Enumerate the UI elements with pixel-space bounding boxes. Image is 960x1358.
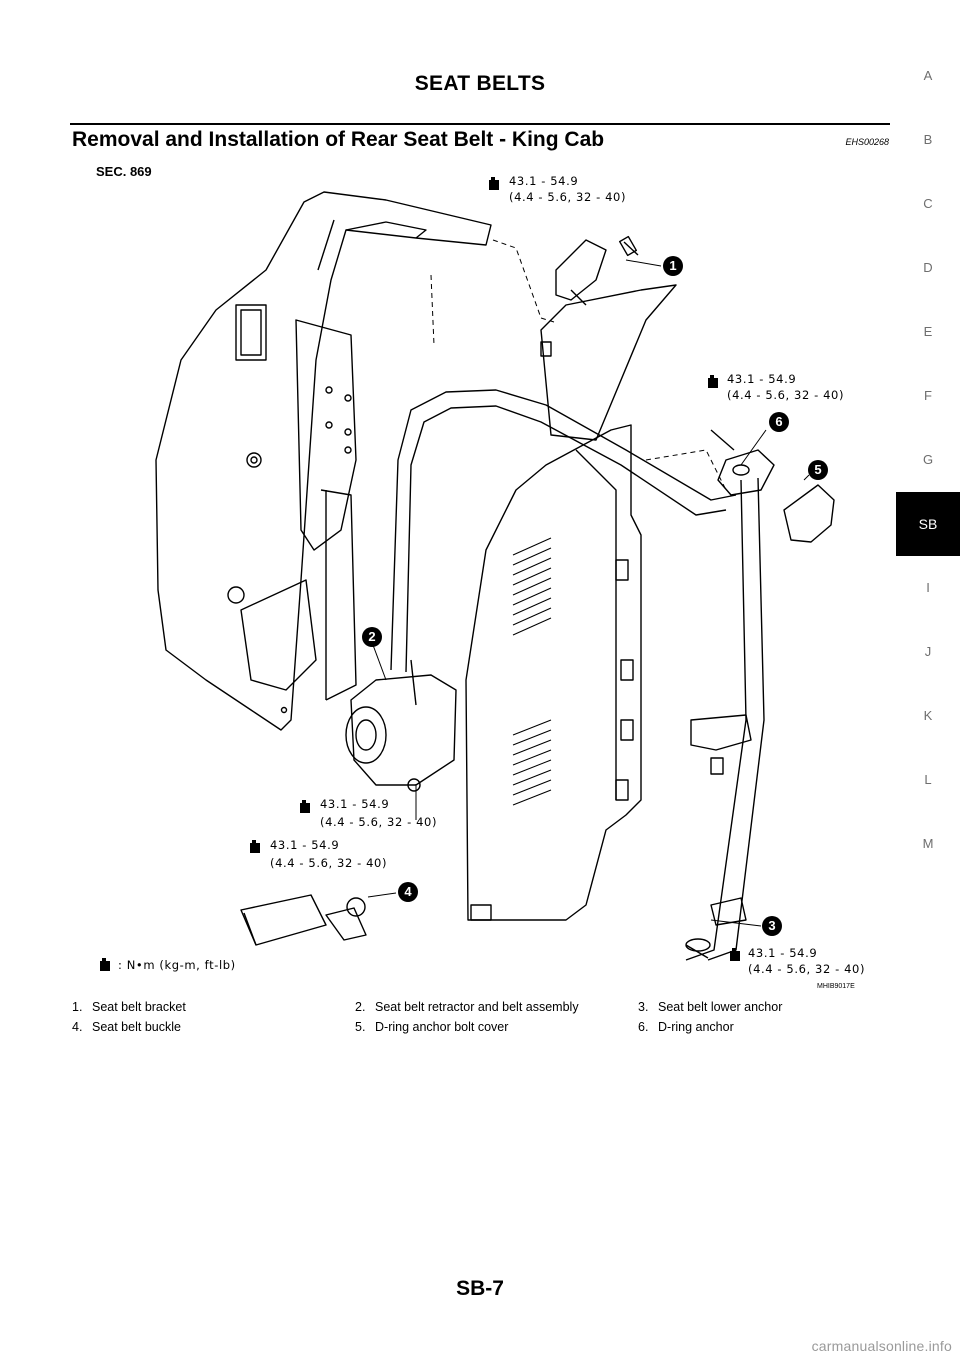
seat-belt-retractor xyxy=(345,659,457,792)
header-rule xyxy=(70,123,890,125)
torque-unit-legend: : N•m (kg-m, ft-lb) xyxy=(118,958,236,972)
torque-wrench-icon xyxy=(489,177,499,190)
callout-2: 2 xyxy=(362,627,382,647)
torque-spec-buckle-line2: (4.4 - 5.6, 32 - 40) xyxy=(270,856,388,870)
legend-text: Seat belt retractor and belt assembly xyxy=(375,1000,579,1014)
page-header-title: SEAT BELTS xyxy=(414,72,546,95)
legend-item: 6. D-ring anchor xyxy=(638,1020,892,1034)
side-tab-index: A B C D E F G SB I J K L M xyxy=(896,44,960,876)
side-tab-b[interactable]: B xyxy=(923,132,933,147)
belt-tongue-stopper xyxy=(690,714,752,775)
legend-text: Seat belt lower anchor xyxy=(658,1000,783,1014)
torque-spec-d-ring-line1: 43.1 - 54.9 xyxy=(727,372,797,386)
torque-spec-lower-anchor-line2: (4.4 - 5.6, 32 - 40) xyxy=(748,962,866,976)
callout-3: 3 xyxy=(762,916,782,936)
side-tab-f[interactable]: F xyxy=(924,388,932,403)
torque-spec-buckle-line1: 43.1 - 54.9 xyxy=(270,838,340,852)
side-tab-g[interactable]: G xyxy=(922,452,934,467)
side-tab-a[interactable]: A xyxy=(923,68,933,83)
torque-spec-bracket-line1: 43.1 - 54.9 xyxy=(509,174,579,188)
torque-spec-retractor-line2: (4.4 - 5.6, 32 - 40) xyxy=(320,815,438,829)
callout-1: 1 xyxy=(663,256,683,276)
torque-spec-lower-anchor-line1: 43.1 - 54.9 xyxy=(748,946,818,960)
callout-6: 6 xyxy=(769,412,789,432)
torque-wrench-icon xyxy=(708,375,718,388)
rear-trim-panel xyxy=(465,424,642,921)
legend-text: Seat belt bracket xyxy=(92,1000,186,1014)
section-code: EHS00268 xyxy=(845,137,889,147)
torque-spec-d-ring-line2: (4.4 - 5.6, 32 - 40) xyxy=(727,388,845,402)
seat-belt-buckle xyxy=(240,894,367,946)
torque-wrench-icon xyxy=(100,958,110,971)
side-tab-d[interactable]: D xyxy=(923,260,933,275)
torque-spec-bracket-line2: (4.4 - 5.6, 32 - 40) xyxy=(509,190,627,204)
side-tab-j[interactable]: J xyxy=(924,644,932,659)
torque-spec-retractor-line1: 43.1 - 54.9 xyxy=(320,797,390,811)
side-tab-c[interactable]: C xyxy=(923,196,933,211)
parts-legend: 1. Seat belt bracket 2. Seat belt retracto… xyxy=(72,1000,892,1034)
side-tab-e[interactable]: E xyxy=(923,324,933,339)
legend-item: 3. Seat belt lower anchor xyxy=(638,1000,892,1014)
side-tab-k[interactable]: K xyxy=(923,708,933,723)
legend-text: Seat belt buckle xyxy=(92,1020,181,1034)
section-title: Removal and Installation of Rear Seat Be… xyxy=(72,128,605,151)
legend-text: D-ring anchor xyxy=(658,1020,734,1034)
watermark-link[interactable]: carmanualsonline.info xyxy=(811,1338,952,1354)
seat-belt-lower-anchor xyxy=(685,897,747,959)
seat-belt-exploded-diagram: SEC. 869 43.1 - 54.9 (4.4 - 5.6, 32 - 40… xyxy=(86,160,876,995)
torque-wrench-icon xyxy=(730,948,740,961)
legend-num: 6. xyxy=(638,1020,649,1034)
quarter-panel-outline xyxy=(155,191,492,731)
legend-item: 4. Seat belt buckle xyxy=(72,1020,355,1034)
side-tab-l[interactable]: L xyxy=(924,772,932,787)
legend-num: 4. xyxy=(72,1020,83,1034)
section-number-label: SEC. 869 xyxy=(96,164,152,179)
image-code: MHIB9017E xyxy=(817,983,855,990)
seat-belt-bracket xyxy=(540,235,677,441)
legend-num: 5. xyxy=(355,1020,366,1034)
side-tab-i[interactable]: I xyxy=(926,580,930,595)
legend-num: 3. xyxy=(638,1000,649,1014)
seat-belt-webbing xyxy=(390,389,765,961)
callout-5: 5 xyxy=(808,460,828,480)
side-tab-m[interactable]: M xyxy=(922,836,934,851)
d-ring-anchor-bolt-cover xyxy=(783,484,835,543)
torque-wrench-icon xyxy=(250,840,260,853)
callout-4: 4 xyxy=(398,882,418,902)
legend-item: 5. D-ring anchor bolt cover xyxy=(355,1020,638,1034)
legend-item: 1. Seat belt bracket xyxy=(72,1000,355,1014)
legend-text: D-ring anchor bolt cover xyxy=(375,1020,509,1034)
legend-num: 1. xyxy=(72,1000,83,1014)
side-tab-sb[interactable]: SB xyxy=(896,492,960,556)
page-number: SB-7 xyxy=(456,1277,504,1300)
legend-item: 2. Seat belt retractor and belt assembly xyxy=(355,1000,638,1014)
legend-num: 2. xyxy=(355,1000,366,1014)
diagram-drawing xyxy=(100,177,835,971)
torque-wrench-icon xyxy=(300,800,310,813)
